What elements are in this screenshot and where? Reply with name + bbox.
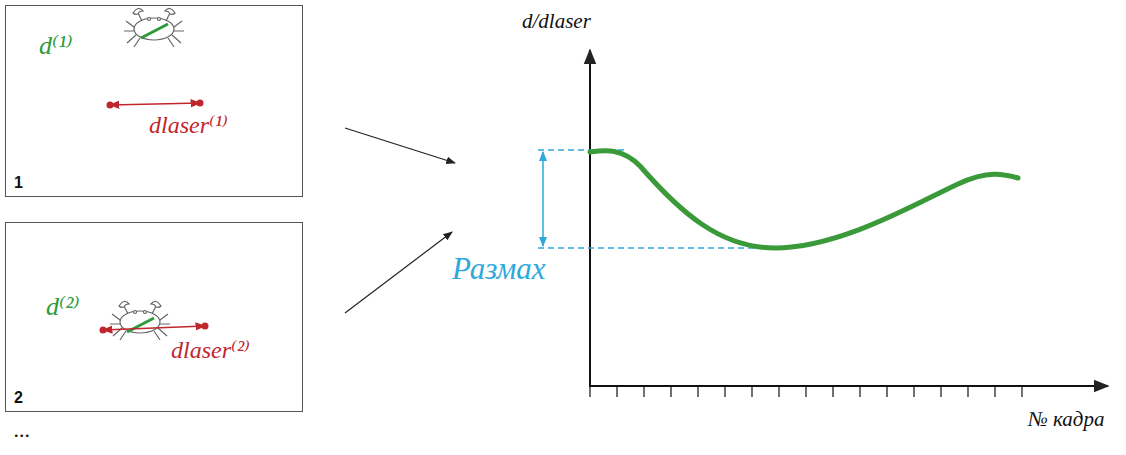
x-tick — [859, 386, 860, 397]
x-tick — [589, 386, 590, 397]
x-tick — [805, 386, 806, 397]
min-guide — [538, 247, 780, 248]
flow-arrow — [345, 128, 455, 163]
laser-distance-label: dlaser⁽²⁾ — [171, 337, 250, 363]
flow-arrow — [345, 232, 452, 313]
laser-distance — [103, 326, 205, 330]
laser-dot — [197, 100, 204, 107]
x-tick — [616, 386, 617, 397]
frame-number: 1 — [14, 174, 23, 192]
x-tick — [940, 386, 941, 397]
crab-drawing — [124, 8, 184, 47]
x-tick — [778, 386, 779, 397]
x-tick — [886, 386, 887, 397]
continuation-dots: ... — [14, 418, 31, 442]
laser-dot — [202, 323, 209, 330]
laser-dot — [107, 102, 114, 109]
ratio-curve — [590, 151, 1018, 248]
x-tick — [994, 386, 995, 397]
x-tick — [751, 386, 752, 397]
x-tick — [643, 386, 644, 397]
video-frame: d⁽¹⁾ dlaser⁽¹⁾ 1 — [5, 5, 303, 197]
crab-size-label: d⁽²⁾ — [46, 293, 80, 322]
y-axis — [589, 50, 591, 386]
crab-size-line — [127, 318, 154, 332]
laser-distance-label: dlaser⁽¹⁾ — [149, 112, 228, 138]
x-tick — [913, 386, 914, 397]
x-tick — [832, 386, 833, 397]
x-tick — [967, 386, 968, 397]
range-arrow — [542, 152, 544, 246]
x-tick — [697, 386, 698, 397]
x-tick — [1021, 386, 1022, 397]
frame-number: 2 — [14, 389, 23, 407]
crab-drawing — [110, 301, 170, 340]
laser-dot — [100, 327, 107, 334]
y-axis-label: d/dlaser — [522, 10, 591, 33]
x-ticks — [590, 386, 1022, 397]
video-frame: d⁽²⁾ dlaser⁽²⁾ 2 — [5, 222, 303, 412]
laser-distance — [110, 103, 200, 105]
crab-size-label: d⁽¹⁾ — [39, 32, 73, 61]
range-label: Размах — [452, 252, 546, 286]
x-tick — [670, 386, 671, 397]
x-tick — [724, 386, 725, 397]
x-axis — [589, 385, 1108, 387]
x-axis-label: № кадра — [1028, 408, 1104, 431]
crab-size-line — [141, 24, 168, 38]
